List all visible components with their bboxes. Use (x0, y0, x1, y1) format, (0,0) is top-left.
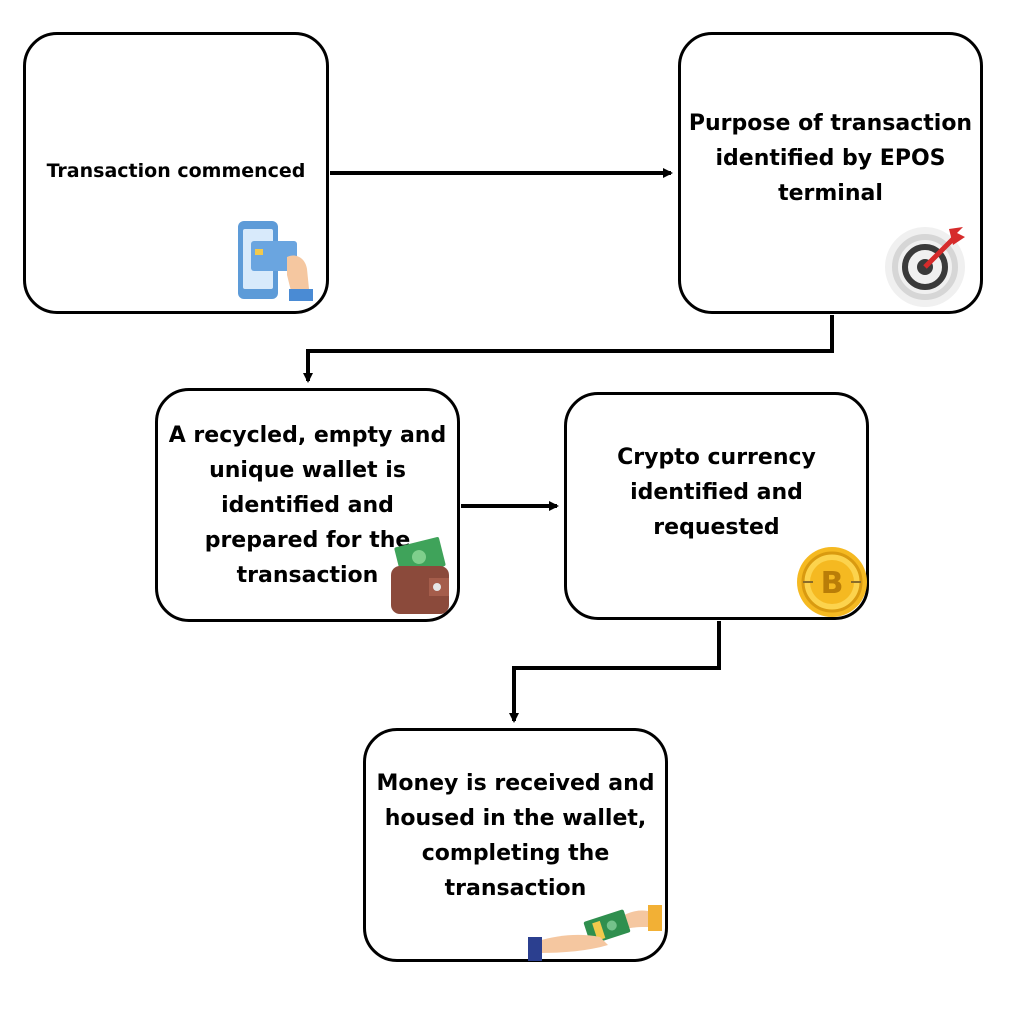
phone-card-payment-icon (235, 219, 317, 307)
arrow-step2-to-step3 (303, 315, 834, 383)
step-label: Money is received and housed in the wall… (376, 771, 655, 901)
step-transaction-commenced: Transaction commenced (23, 32, 329, 314)
arrow-step4-to-step5 (509, 621, 721, 723)
step-label: A recycled, empty and unique wallet is i… (168, 422, 447, 588)
wallet-cash-icon (389, 532, 451, 622)
step-label: Purpose of transaction identified by EPO… (688, 110, 973, 206)
cash-handover-icon (528, 901, 668, 967)
step-label: Crypto currency identified and requested (617, 444, 816, 540)
target-dart-icon (883, 221, 971, 313)
svg-text:B: B (821, 566, 844, 601)
bitcoin-coin-icon: B (795, 545, 869, 623)
step-wallet-prepared: A recycled, empty and unique wallet is i… (155, 388, 460, 622)
step-crypto-requested: Crypto currency identified and requested… (564, 392, 869, 620)
step-money-received: Money is received and housed in the wall… (363, 728, 668, 962)
step-purpose-identified: Purpose of transaction identified by EPO… (678, 32, 983, 314)
step-label: Transaction commenced (46, 160, 306, 182)
